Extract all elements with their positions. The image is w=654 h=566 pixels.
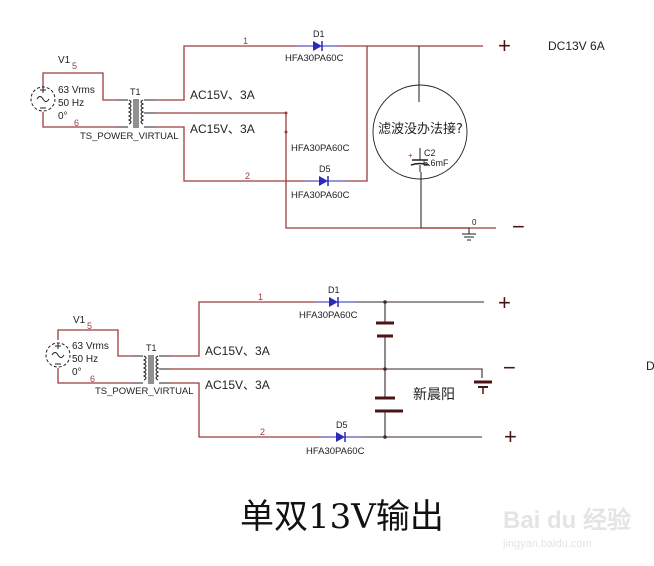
- top-secondary-lower-label: AC15V、3A: [190, 122, 255, 136]
- bottom-d5-diode-icon: [336, 432, 346, 442]
- bottom-junction-dot: [383, 435, 387, 439]
- top-d1-model: HFA30PA60C: [285, 53, 344, 64]
- top-plus-terminal: +: [498, 33, 511, 58]
- bottom-source-voltage: 63 Vrms: [72, 341, 109, 352]
- top-net1-wire: [155, 45, 298, 101]
- top-transformer-model: TS_POWER_VIRTUAL: [80, 131, 179, 142]
- bottom-ground-battery-icon: [474, 380, 492, 394]
- top-capacitor-value: 5.6mF: [423, 158, 449, 168]
- bottom-lower-capacitor-icon: [375, 396, 403, 413]
- svg-text:+: +: [408, 151, 413, 160]
- bottom-transformer-model: TS_POWER_VIRTUAL: [95, 386, 194, 397]
- top-d5-model: HFA30PA60C: [291, 190, 350, 201]
- bottom-net1-label: 1: [258, 292, 263, 302]
- top-d1-diode-icon: [313, 41, 323, 51]
- top-minus-terminal: −: [512, 214, 525, 239]
- watermark-brand: Bai du 经验: [503, 506, 631, 534]
- top-source-frequency: 50 Hz: [58, 98, 84, 109]
- bottom-ac-source-icon: [45, 342, 71, 368]
- top-transformer-ref: T1: [130, 87, 141, 97]
- bottom-d1-diode-icon: [329, 297, 339, 307]
- top-transformer-icon: [118, 99, 155, 128]
- top-source-ref: V1: [58, 55, 71, 66]
- top-net2-label: 2: [245, 171, 250, 181]
- bottom-transformer-ref: T1: [146, 343, 157, 353]
- top-net0-label: 0: [472, 218, 477, 227]
- top-right-rail: [345, 46, 368, 182]
- top-ac-source-icon: [30, 86, 56, 112]
- bottom-source-pin6: 6: [90, 374, 95, 384]
- bottom-plus-bottom-terminal: +: [504, 424, 517, 449]
- bottom-junction-dot: [383, 367, 387, 371]
- top-circuit: V1 5 63 Vrms 50 Hz 0° 6 T1 TS_POWER_VIRT…: [30, 29, 605, 241]
- top-ground-icon: [462, 228, 476, 241]
- top-source-wire-lower: [42, 112, 118, 128]
- bottom-d1-ref: D1: [328, 285, 340, 295]
- caption-title: 单双13V输出: [240, 497, 444, 537]
- bottom-secondary-lower-label: AC15V、3A: [205, 378, 270, 392]
- bottom-source-wire-lower: [57, 368, 133, 384]
- bottom-cut-off-label: D: [646, 359, 654, 373]
- bottom-d5-ref: D5: [336, 420, 348, 430]
- bottom-circuit: V1 5 63 Vrms 50 Hz 0° 6 T1 TS_POWER_VIRT…: [45, 285, 654, 457]
- top-center-tap-wire: [155, 112, 470, 229]
- top-d5-diode-icon: [319, 176, 329, 186]
- bottom-net2-wire: [170, 382, 322, 438]
- bottom-minus-terminal: −: [503, 355, 516, 380]
- top-net1-label: 1: [243, 36, 248, 46]
- top-output-label: DC13V 6A: [548, 39, 605, 53]
- bottom-author-note: 新晨阳: [413, 387, 455, 403]
- top-note-circle: [372, 84, 468, 180]
- top-d1-ref: D1: [313, 29, 325, 39]
- bottom-net1-wire: [170, 301, 315, 357]
- bottom-source-frequency: 50 Hz: [72, 354, 98, 365]
- bottom-transformer-icon: [133, 355, 170, 384]
- bottom-upper-capacitor-icon: [376, 321, 394, 338]
- bottom-d5-model: HFA30PA60C: [306, 446, 365, 457]
- top-source-pin5: 5: [72, 61, 77, 71]
- bottom-secondary-upper-label: AC15V、3A: [205, 344, 270, 358]
- bottom-d1-model: HFA30PA60C: [299, 310, 358, 321]
- bottom-source-phase: 0°: [72, 367, 82, 378]
- top-secondary-upper-label: AC15V、3A: [190, 88, 255, 102]
- top-source-voltage: 63 Vrms: [58, 85, 95, 96]
- top-source-phase: 0°: [58, 111, 68, 122]
- bottom-source-pin5: 5: [87, 321, 92, 331]
- top-junction-dot: [284, 111, 288, 115]
- top-capacitor-ref: C2: [424, 148, 436, 158]
- top-middle-diode-model: HFA30PA60C: [291, 143, 350, 154]
- bottom-source-wire-upper: [57, 329, 133, 357]
- top-capacitor-icon: +: [408, 148, 430, 172]
- bottom-net2-label: 2: [260, 427, 265, 437]
- watermark-url: jingyan.baidu.com: [502, 538, 592, 550]
- top-source-wire-upper: [42, 72, 118, 101]
- bottom-source-ref: V1: [73, 315, 86, 326]
- top-junction-dot: [284, 130, 288, 134]
- top-source-pin6: 6: [74, 118, 79, 128]
- top-d5-ref: D5: [319, 164, 331, 174]
- bottom-plus-top-terminal: +: [498, 290, 511, 315]
- top-net2-wire: [155, 126, 306, 182]
- top-circle-note: 滤波没办法接?: [378, 121, 463, 137]
- bottom-junction-dot: [383, 300, 387, 304]
- bottom-middle-bus: [385, 368, 483, 378]
